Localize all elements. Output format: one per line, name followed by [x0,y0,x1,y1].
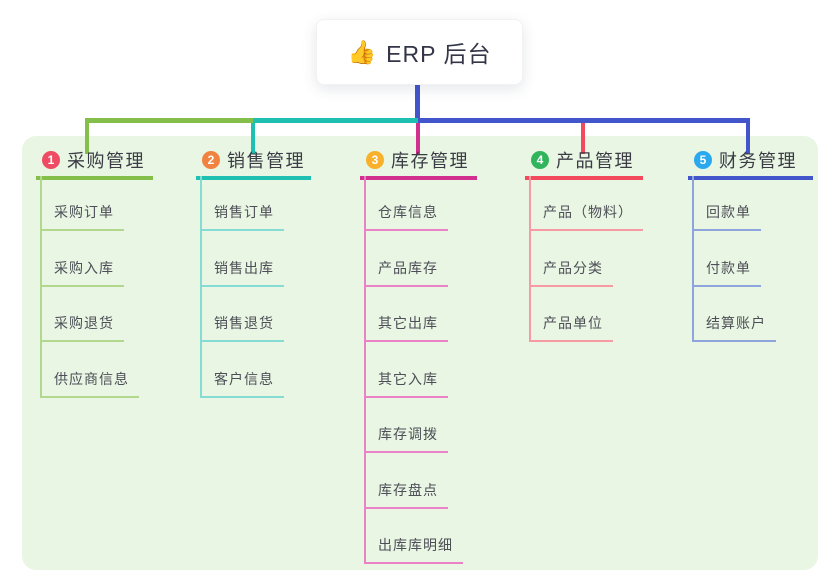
branch-label: 销售管理 [227,151,305,171]
child-node[interactable]: 采购退货 [40,313,124,342]
branch-children: 产品（物料） 产品分类产品单位 [525,180,643,342]
branch-header-product[interactable]: 4 产品管理 [525,148,643,180]
child-node[interactable]: 采购订单 [40,202,124,231]
branch-header-inventory[interactable]: 3 库存管理 [360,148,477,180]
child-row: 出库库明细 [364,509,477,564]
branch-trunk-line [364,176,366,562]
branch-sales: 2 销售管理销售订单销售出库销售退货客户信息 [196,148,311,398]
child-node[interactable]: 销售出库 [200,258,284,287]
branch-inventory: 3 库存管理仓库信息产品库存其它出库其它入库库存调拨库存盘点出库库明细 [360,148,477,564]
child-node[interactable]: 其它出库 [364,313,448,342]
branch-number-badge: 2 [202,151,220,169]
branch-header-finance[interactable]: 5 财务管理 [688,148,813,180]
child-node[interactable]: 库存调拨 [364,424,448,453]
branch-number-badge: 5 [694,151,712,169]
connector-horizontal-left [85,118,253,123]
branch-product: 4 产品管理产品（物料） 产品分类产品单位 [525,148,643,342]
child-row: 客户信息 [200,342,311,398]
branch-trunk-line [200,176,202,396]
branch-header-sales[interactable]: 2 销售管理 [196,148,311,180]
child-row: 仓库信息 [364,180,477,231]
branch-label: 产品管理 [556,151,634,171]
branch-number-badge: 1 [42,151,60,169]
child-row: 库存盘点 [364,453,477,509]
child-node[interactable]: 结算账户 [692,313,776,342]
branch-number-badge: 4 [531,151,549,169]
connector-drop-sales [251,120,255,154]
branch-header-purchase[interactable]: 1 采购管理 [36,148,153,180]
child-row: 产品库存 [364,231,477,287]
child-row: 其它入库 [364,342,477,398]
root-node[interactable]: 👍 ERP 后台 [316,19,523,85]
connector-trunk [415,85,420,123]
branch-label: 采购管理 [67,151,145,171]
child-row: 回款单 [692,180,813,231]
branch-trunk-line [692,176,694,340]
thumbs-up-icon: 👍 [347,38,377,65]
branch-label: 库存管理 [391,151,469,171]
child-row: 产品单位 [529,287,643,342]
child-node[interactable]: 销售订单 [200,202,284,231]
child-row: 付款单 [692,231,813,287]
child-row: 结算账户 [692,287,813,342]
branch-purchase: 1 采购管理采购订单采购入库采购退货供应商信息 [36,148,153,398]
child-node[interactable]: 回款单 [692,202,761,231]
child-row: 库存调拨 [364,398,477,453]
child-node[interactable]: 客户信息 [200,369,284,398]
child-row: 销售订单 [200,180,311,231]
connector-drop-product [581,120,585,154]
branches-panel [22,136,818,570]
connector-drop-finance [746,120,750,154]
child-node[interactable]: 其它入库 [364,369,448,398]
connector-drop-purchase [85,120,89,154]
child-row: 采购退货 [40,287,153,342]
child-node[interactable]: 产品分类 [529,258,613,287]
branch-children: 采购订单采购入库采购退货供应商信息 [36,180,153,398]
child-node[interactable]: 产品单位 [529,313,613,342]
branch-children: 仓库信息产品库存其它出库其它入库库存调拨库存盘点出库库明细 [360,180,477,564]
connector-drop-inventory [416,120,420,154]
child-node[interactable]: 库存盘点 [364,480,448,509]
child-row: 采购入库 [40,231,153,287]
branch-children: 回款单付款单结算账户 [688,180,813,342]
child-node[interactable]: 产品库存 [364,258,448,287]
child-node[interactable]: 付款单 [692,258,761,287]
branch-trunk-line [40,176,42,396]
child-row: 销售出库 [200,231,311,287]
root-title: ERP 后台 [386,41,492,67]
child-node[interactable]: 销售退货 [200,313,284,342]
child-row: 采购订单 [40,180,153,231]
connector-horizontal-middle [253,118,418,123]
child-node[interactable]: 产品（物料） [529,202,643,231]
child-node[interactable]: 采购入库 [40,258,124,287]
child-row: 其它出库 [364,287,477,342]
child-node[interactable]: 供应商信息 [40,369,139,398]
child-row: 销售退货 [200,287,311,342]
branch-number-badge: 3 [366,151,384,169]
child-node[interactable]: 仓库信息 [364,202,448,231]
child-row: 产品（物料） [529,180,643,231]
branch-children: 销售订单销售出库销售退货客户信息 [196,180,311,398]
branch-label: 财务管理 [719,151,797,171]
child-row: 产品分类 [529,231,643,287]
child-row: 供应商信息 [40,342,153,398]
branch-trunk-line [529,176,531,340]
child-node[interactable]: 出库库明细 [364,535,463,564]
connector-horizontal-right [418,118,750,123]
branch-finance: 5 财务管理回款单付款单结算账户 [688,148,813,342]
